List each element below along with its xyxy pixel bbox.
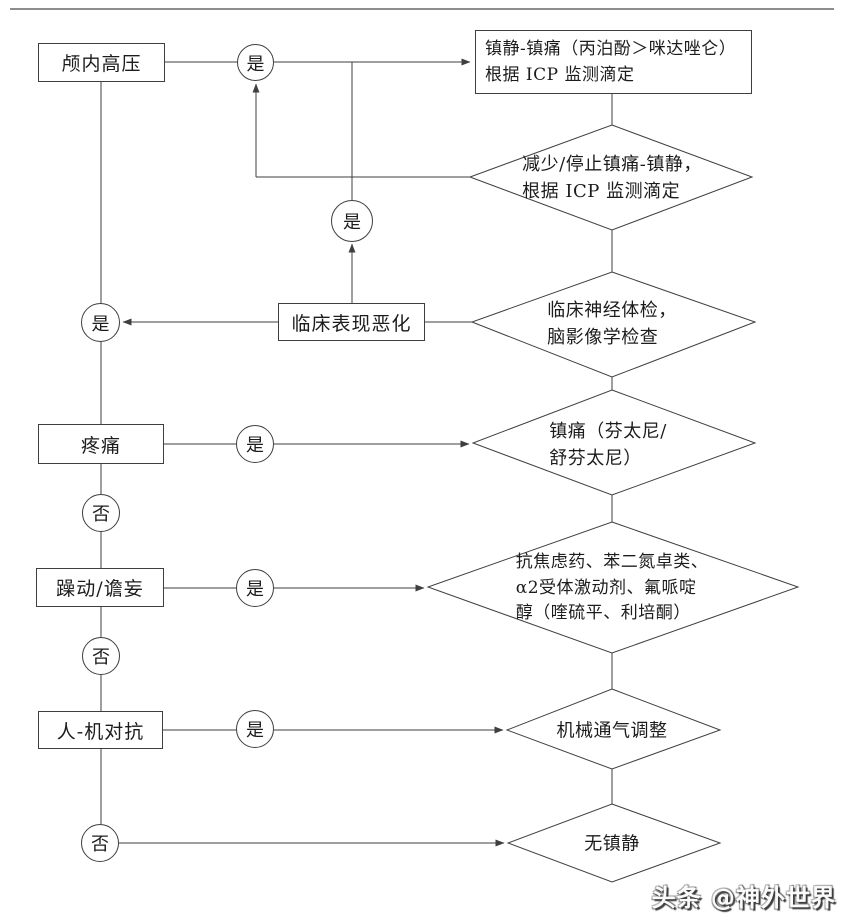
yes-label: 是 [246,435,264,456]
intracranial-hypertension-label: 颅内高压 [61,53,142,75]
yes-label: 是 [343,212,361,233]
agitation-delirium-label: 躁动/谵妄 [56,578,144,600]
sedation-analgesia-box: 镇静-镇痛（丙泊酚＞咪达唑仑） 根据 ICP 监测滴定 [475,30,752,94]
intracranial-hypertension-box: 颅内高压 [38,43,165,82]
anxiolytic-text: 抗焦虑药、苯二氮卓类、 α2受体激动剂、氟哌啶 醇（喹硫平、利培酮） [516,550,709,627]
analgesia-line2: 舒芬太尼） [549,448,642,469]
pain-box: 疼痛 [38,424,164,464]
no-circle-agitation: 否 [82,637,120,675]
no-sedation-diamond [506,803,722,883]
anxiolytic-diamond [426,521,800,654]
analgesia-diamond [471,389,757,496]
no-circle-asynchrony: 否 [81,824,119,862]
sedation-analgesia-line1: 镇静-镇痛（丙泊酚＞咪达唑仑） [485,38,737,59]
agitation-delirium-box: 躁动/谵妄 [36,568,164,607]
pain-label: 疼痛 [80,434,121,457]
neuro-exam-line2: 脑影像学检查 [547,327,659,348]
neuro-exam-text: 临床神经体检， 脑影像学检查 [547,297,677,351]
yes-label: 是 [91,313,110,335]
patient-ventilator-asynchrony-label: 人-机对抗 [56,720,145,743]
patient-ventilator-asynchrony-box: 人-机对抗 [38,711,163,749]
vent-adjust-text: 机械通气调整 [557,718,668,745]
no-sedation-label: 无镇静 [584,833,640,855]
yes-circle-deterioration-top: 是 [331,200,373,242]
yes-circle-asynchrony: 是 [236,710,274,748]
reduce-sedation-text: 减少/停止镇痛-镇静， 根据 ICP 监测滴定 [522,151,702,205]
vent-adjust-label: 机械通气调整 [556,720,668,742]
no-label: 否 [92,504,110,525]
yes-label: 是 [246,720,264,741]
vent-adjust-diamond [505,688,722,770]
neuro-exam-line1: 临床神经体检， [547,300,677,321]
yes-circle-agitation: 是 [236,569,274,607]
anxiolytic-line1: 抗焦虑药、苯二氮卓类、 [515,551,709,572]
yes-circle-ich: 是 [237,44,274,81]
no-circle-pain: 否 [82,494,120,532]
anxiolytic-line2: α2受体激动剂、氟哌啶 [515,577,697,598]
no-label: 否 [91,834,109,855]
neuro-exam-diamond [470,271,757,378]
yes-circle-deterioration-left: 是 [81,303,120,342]
yes-label: 是 [246,53,265,75]
top-divider-line [10,8,834,10]
no-sedation-text: 无镇静 [584,831,640,858]
anxiolytic-line3: 醇（喹硫平、利培酮） [515,602,691,623]
yes-label: 是 [246,579,264,600]
analgesia-line1: 镇痛（芬太尼/ [549,421,667,442]
sedation-analgesia-line2: 根据 ICP 监测滴定 [485,65,635,85]
yes-circle-pain: 是 [236,425,274,463]
watermark-text: 头条 @神外世界 [651,884,836,912]
clinical-deterioration-box: 临床表现恶化 [278,303,425,341]
reduce-sedation-line2: 根据 ICP 监测滴定 [522,181,681,202]
reduce-sedation-diamond [468,124,754,231]
analgesia-text: 镇痛（芬太尼/ 舒芬太尼） [549,418,667,472]
reduce-sedation-line1: 减少/停止镇痛-镇静， [522,154,702,175]
no-label: 否 [92,647,110,668]
clinical-deterioration-label: 临床表现恶化 [291,312,412,335]
